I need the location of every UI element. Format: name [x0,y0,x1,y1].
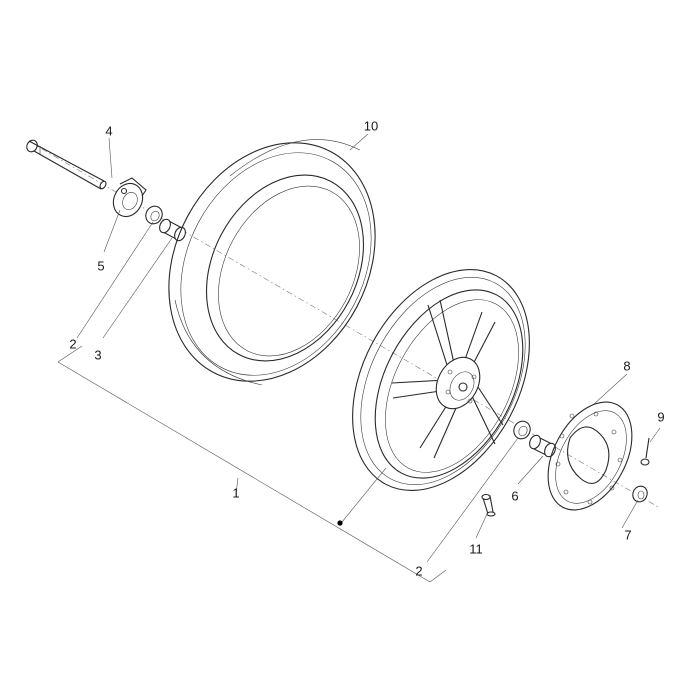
spacer-left [159,218,186,242]
spacer-right [529,434,556,458]
callout-10: 10 [363,118,379,134]
callout-4: 4 [105,123,113,139]
brake-disc [547,401,633,511]
callout-8: 8 [623,358,631,374]
callout-2-top: 2 [69,336,77,352]
axle-nut [632,485,648,503]
tire-valve [481,493,496,517]
callout-7: 7 [624,527,632,543]
disc-screw [640,437,650,466]
bearing-left [145,205,163,225]
bearing-right [513,420,531,440]
wheel-rim [352,269,530,491]
callout-1: 1 [232,485,240,501]
axle-bolt [26,139,107,190]
speedometer-drive [112,177,147,218]
callout-5: 5 [97,258,105,274]
callout-6: 6 [511,488,519,504]
tire [168,139,376,386]
callout-9: 9 [657,409,665,425]
leader-lines [57,133,661,583]
callout-2-bottom: 2 [415,563,423,579]
callout-11: 11 [469,541,483,557]
leader-dot [337,520,343,526]
callout-3: 3 [94,347,102,363]
